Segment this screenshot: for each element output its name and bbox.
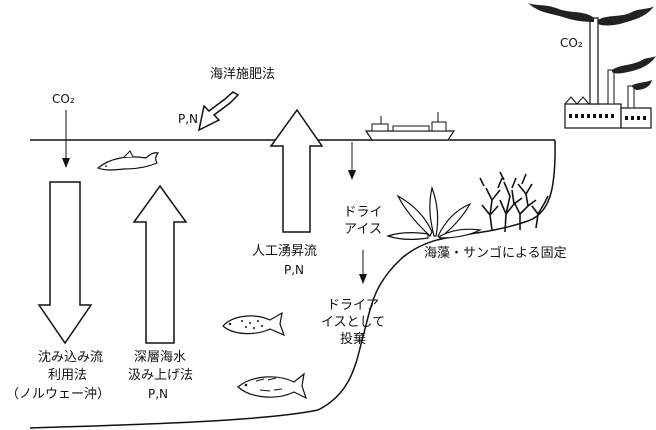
fish-icon-2 — [237, 372, 308, 400]
deep-water-up-arrow — [132, 184, 188, 344]
label-dry-ice-disposal: ドライア イスとして 投棄 — [320, 298, 386, 347]
dry-ice-arrow-upper — [348, 142, 356, 180]
factory-icon — [564, 17, 652, 129]
dolphin-icon — [96, 150, 160, 171]
fish-icon — [222, 311, 286, 337]
label-deep-water-nutrients: P,N — [148, 387, 169, 401]
label-co2-left: CO₂ — [52, 92, 75, 106]
seabed-profile — [29, 139, 556, 429]
label-co2-factory: CO₂ — [560, 36, 583, 50]
sinking-flow-arrow — [37, 181, 93, 345]
label-sinking-flow-3: （ノルウェー沖） — [6, 387, 111, 402]
co2-sinking-arrow — [62, 110, 70, 168]
smoke-icon — [528, 3, 656, 90]
label-fertilization-nutrients: P,N — [178, 112, 199, 126]
label-sinking-flow-2: 利用法 — [48, 368, 88, 383]
coral-icon — [479, 171, 549, 233]
ship-icon — [364, 112, 456, 141]
label-seaweed-coral: 海藻・サンゴによる固定 — [424, 246, 567, 261]
dry-ice-arrow-lower — [359, 250, 367, 284]
label-artificial-upwelling-nutrients: P,N — [284, 263, 305, 277]
label-sinking-flow-1: 沈み込み流 — [38, 350, 104, 365]
label-artificial-upwelling: 人工湧昇流 — [252, 244, 318, 259]
label-dry-ice-vertical: ドライ アイス — [343, 205, 383, 237]
label-deep-water-2: 汲み上げ法 — [128, 368, 194, 383]
label-fertilization: 海洋施肥法 — [210, 67, 276, 82]
fertilization-arrow — [197, 91, 240, 132]
label-deep-water-1: 深層海水 — [134, 350, 187, 365]
artificial-upwelling-arrow — [269, 108, 324, 233]
seaweed-icon — [386, 185, 482, 240]
